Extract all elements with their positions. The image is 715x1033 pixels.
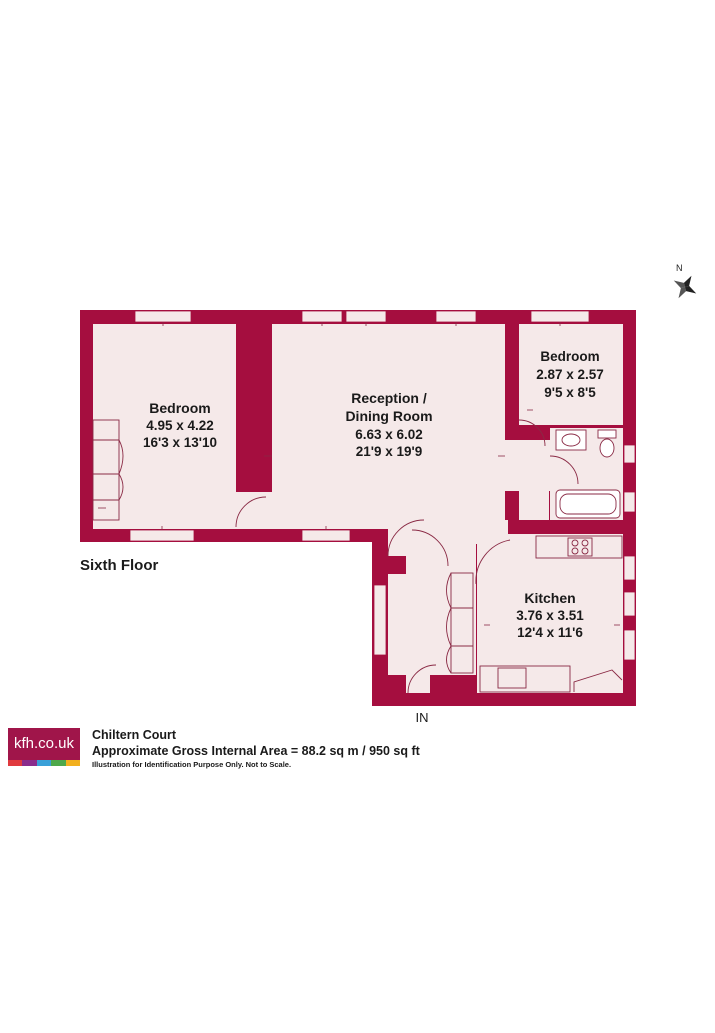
property-name: Chiltern Court: [92, 728, 177, 742]
door-swing: [235, 496, 267, 528]
wall-hall-corner-2: [430, 675, 476, 693]
bedroom-1-metric: 4.95 x 4.22: [146, 418, 214, 433]
wall-bed2-bottom: [519, 425, 550, 440]
window: [435, 310, 477, 323]
brand-color-bars: [8, 760, 81, 766]
hob-counter: [535, 535, 623, 559]
bedroom-1-name: Bedroom: [149, 400, 210, 416]
wall-hall-nook: [388, 556, 406, 574]
kitchen-imperial: 12'4 x 11'6: [517, 625, 583, 640]
door-swing: [407, 664, 437, 694]
window-ticks: [161, 322, 561, 530]
window: [623, 491, 636, 513]
window: [345, 310, 387, 323]
compass-north-label: N: [676, 263, 683, 273]
window: [623, 629, 636, 661]
brand-logo-text: kfh.co.uk: [13, 735, 75, 752]
sink-counter: [479, 665, 571, 693]
bathroom-fixtures: [555, 429, 621, 519]
kitchen-door-swing: [573, 669, 623, 692]
wall-hall-corner: [388, 675, 406, 693]
bedroom-1-floor: [93, 324, 236, 529]
bedroom-2-imperial: 9'5 x 8'5: [544, 385, 596, 400]
wardrobes: [92, 419, 474, 674]
window: [623, 444, 636, 464]
reception-metric: 6.63 x 6.02: [355, 427, 423, 442]
kitchen-name: Kitchen: [524, 590, 575, 606]
floor-label: Sixth Floor: [80, 557, 159, 574]
wall-bed1-reception: [236, 324, 272, 492]
disclaimer: Illustration for Identification Purpose …: [92, 760, 292, 769]
door-swing: [549, 455, 579, 485]
reception-name: Reception /: [351, 390, 427, 406]
hall-cupboard: [450, 572, 474, 674]
dimension-markers: [98, 409, 620, 626]
window: [129, 529, 195, 542]
window: [530, 310, 590, 323]
bedroom-1-door-area: [236, 492, 272, 529]
entrance-label: IN: [416, 710, 429, 725]
window: [301, 310, 343, 323]
toilet-cistern: [597, 429, 617, 439]
reception-imperial: 21'9 x 19'9: [356, 444, 422, 459]
property-info: Chiltern Court Approximate Gross Interna…: [92, 728, 420, 771]
bedroom-1-imperial: 16'3 x 13'10: [143, 435, 217, 450]
bedroom-2-name: Bedroom: [540, 349, 599, 364]
wardrobe: [92, 419, 120, 521]
bedroom-2-metric: 2.87 x 2.57: [536, 367, 604, 382]
doors: [235, 419, 579, 694]
wall-reception-bed2: [505, 324, 519, 440]
door-swing: [475, 539, 511, 585]
kitchen-sink: [497, 667, 527, 689]
kitchen-metric: 3.76 x 3.51: [516, 608, 584, 623]
door-swing: [411, 529, 449, 567]
footer: kfh.co.uk Chiltern Court Approximate Gro…: [8, 728, 708, 778]
bath-corridor-floor: [519, 491, 549, 520]
hallway-floor: [388, 529, 476, 693]
hob: [567, 537, 593, 557]
kitchen-fixtures: [479, 535, 623, 693]
window: [623, 555, 636, 581]
brand-logo: kfh.co.uk: [8, 728, 81, 766]
window: [373, 584, 387, 656]
window: [134, 310, 192, 323]
room-labels: Bedroom 4.95 x 4.22 16'3 x 13'10 Recepti…: [143, 349, 604, 640]
compass-icon: [673, 275, 697, 299]
inner-walls: [236, 324, 550, 693]
inner-hall-floor: [505, 440, 557, 491]
door-swing: [387, 519, 425, 557]
window: [623, 591, 636, 617]
bedroom-2-floor: [519, 324, 623, 425]
sink: [555, 429, 587, 451]
property-area: Approximate Gross Internal Area = 88.2 s…: [92, 744, 420, 758]
reception-floor: [272, 324, 505, 529]
kitchen-floor: [477, 534, 623, 693]
window: [301, 529, 351, 542]
reception-name-2: Dining Room: [345, 408, 432, 424]
toilet-bowl: [599, 438, 615, 458]
door-swing: [518, 419, 546, 447]
bathtub: [555, 489, 621, 519]
